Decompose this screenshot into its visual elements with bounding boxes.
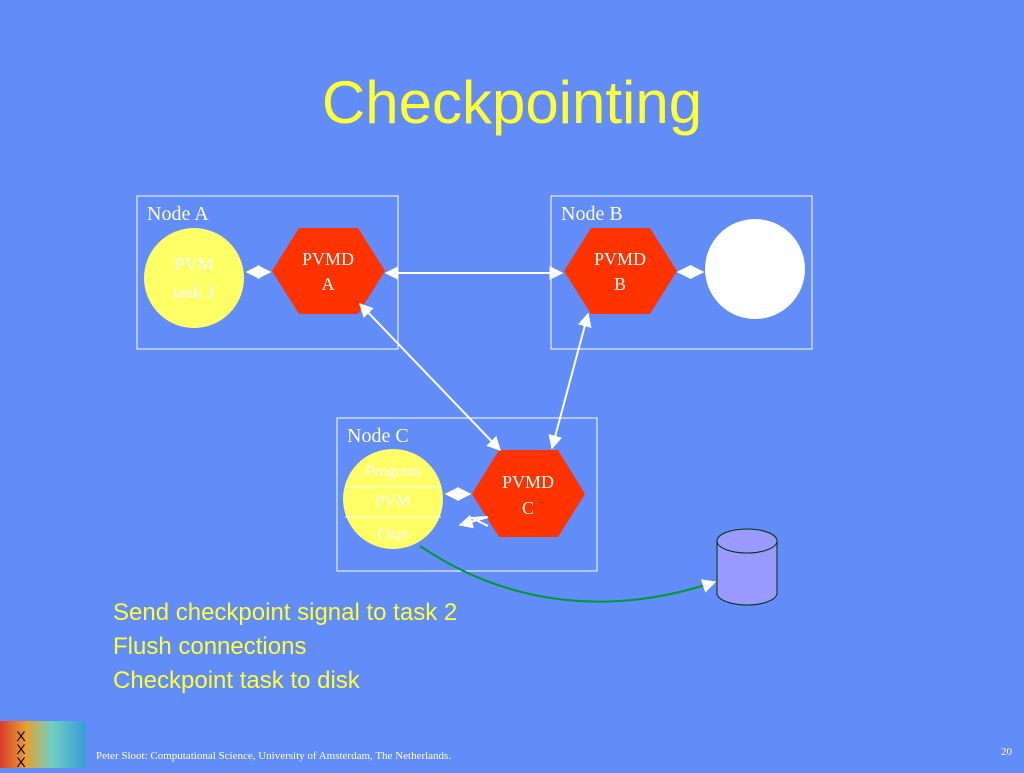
- node-c-task-ckpt: Ckpt: [377, 526, 409, 543]
- checkpoint-signal-zigzag: [458, 514, 489, 529]
- bullet-item: Checkpoint task to disk: [113, 667, 360, 694]
- pvmd-c: PVMD C: [472, 450, 585, 537]
- pvm-task-1-line2: task 1: [173, 282, 216, 302]
- university-logo: X X X: [0, 721, 86, 770]
- pvmd-a-line2: A: [322, 274, 335, 294]
- svg-text:X: X: [16, 754, 26, 768]
- pvmd-a: PVMD A: [272, 228, 385, 314]
- link-pvmda-pvmdc: [359, 302, 501, 452]
- pvmd-c-line2: C: [522, 498, 534, 518]
- pvmd-a-line1: PVMD: [302, 249, 354, 269]
- pvmd-b-line2: B: [614, 274, 626, 294]
- pvmd-b-line1: PVMD: [594, 249, 646, 269]
- node-c-label: Node C: [347, 425, 409, 447]
- bullet-item: Flush connections: [113, 633, 307, 660]
- checkpoint-to-disk-curve: [419, 545, 717, 603]
- link-pvmdb-pvmdc: [548, 312, 592, 450]
- node-b-label: Node B: [561, 203, 623, 225]
- bullet-item: Send checkpoint signal to task 2: [113, 599, 458, 626]
- node-a-label: Node A: [147, 203, 209, 225]
- pvm-task-1-line1: PVM: [174, 254, 213, 274]
- footer-credit: Peter Sloot: Computational Science, Univ…: [96, 750, 452, 762]
- disk-icon: [716, 528, 778, 606]
- node-c-task-program: Program: [365, 463, 421, 480]
- node-c-task-pvm: PVM: [376, 493, 411, 510]
- empty-task-circle: [705, 219, 805, 319]
- pvm-diagram: Node A Node B Node C PVM task 1 PVMD A P…: [136, 195, 813, 606]
- slide-title: Checkpointing: [321, 69, 703, 136]
- pvmd-b: PVMD B: [564, 228, 677, 314]
- bullet-list: Send checkpoint signal to task 2 Flush c…: [113, 596, 457, 698]
- pvm-task-1: PVM task 1: [144, 228, 244, 328]
- page-number: 20: [1001, 746, 1012, 758]
- svg-text:X: X: [16, 741, 26, 757]
- svg-text:X: X: [16, 728, 26, 744]
- pvmd-c-line1: PVMD: [502, 472, 554, 492]
- node-c-task: Program PVM Ckpt: [343, 449, 443, 549]
